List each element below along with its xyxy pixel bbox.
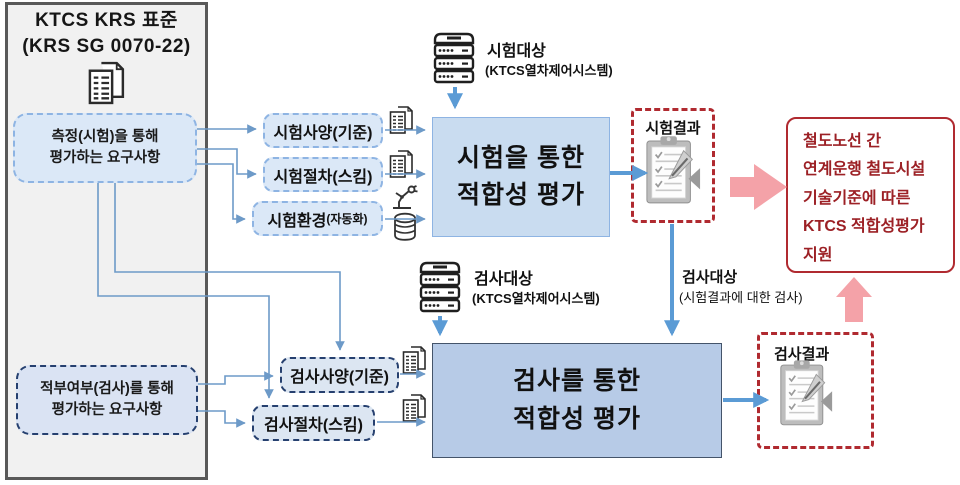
panel-title: KTCS KRS 표준 (KRS SG 0070-22): [22, 10, 191, 57]
document-icon: [388, 105, 414, 135]
test-target-subtitle: (KTCS열차제어시스템): [485, 63, 613, 78]
document-icon: [388, 149, 414, 179]
test-env-box: 시험환경(자동화): [252, 201, 383, 236]
requirement-inspect-box: 적부여부(검사)를 통해 평가하는 요구사항: [16, 365, 198, 435]
inspect-target-title: 검사대상: [474, 271, 533, 288]
inspect-spec-label: 검사사양(기준): [290, 369, 389, 386]
document-icon: [401, 345, 427, 375]
test-target-server-icon: [430, 31, 478, 85]
requirement-test-label: 측정(시험)을 통해 평가하는 요구사항: [49, 128, 161, 166]
documents-icon: [86, 60, 126, 106]
outcome-box: [786, 117, 955, 273]
robot-arm-icon: [386, 184, 418, 210]
test-env-label: 시험환경: [267, 212, 327, 230]
outcome-text: 철도노선 간 연계운행 철도시설 기술기준에 따른 KTCS 적합성평가 지원: [803, 133, 926, 264]
test-process-box: 시험을 통한 적합성 평가: [432, 117, 610, 237]
test-process-label: 시험을 통한 적합성 평가: [457, 143, 585, 210]
inspect-link-title: 검사대상: [682, 269, 738, 286]
inspect-process-label: 검사를 통한 적합성 평가: [513, 367, 641, 433]
inspect-process-box: 검사를 통한 적합성 평가: [432, 343, 722, 458]
pink-arrow-right-icon: [730, 164, 787, 210]
test-procedure-label: 시험절차(스킴): [273, 168, 373, 186]
test-env-suffix: (자동화): [326, 212, 368, 226]
test-spec-box: 시험사양(기준): [263, 113, 383, 148]
inspect-procedure-label: 검사절차(스킴): [264, 417, 363, 434]
test-target-title: 시험대상: [487, 43, 546, 60]
test-spec-label: 시험사양(기준): [273, 124, 373, 142]
test-result-label: 시험결과: [645, 120, 701, 137]
inspect-link-subtitle: (시험결과에 대한 검사): [679, 290, 803, 305]
clipboard-icon: [778, 358, 834, 430]
inspect-target-server-icon: [416, 260, 464, 314]
inspect-target-subtitle: (KTCS열차제어시스템): [472, 291, 600, 306]
requirement-inspect-label: 적부여부(검사)를 통해 평가하는 요구사항: [40, 380, 174, 418]
pink-arrow-up-icon: [836, 277, 872, 322]
inspect-procedure-box: 검사절차(스킴): [252, 405, 375, 441]
inspect-result-label: 검사결과: [774, 346, 830, 363]
test-procedure-box: 시험절차(스킴): [263, 157, 383, 192]
inspect-spec-box: 검사사양(기준): [280, 357, 399, 393]
clipboard-icon: [644, 134, 702, 208]
requirement-test-box: 측정(시험)을 통해 평가하는 요구사항: [13, 113, 197, 183]
database-icon: [392, 212, 418, 242]
document-icon: [401, 393, 427, 423]
